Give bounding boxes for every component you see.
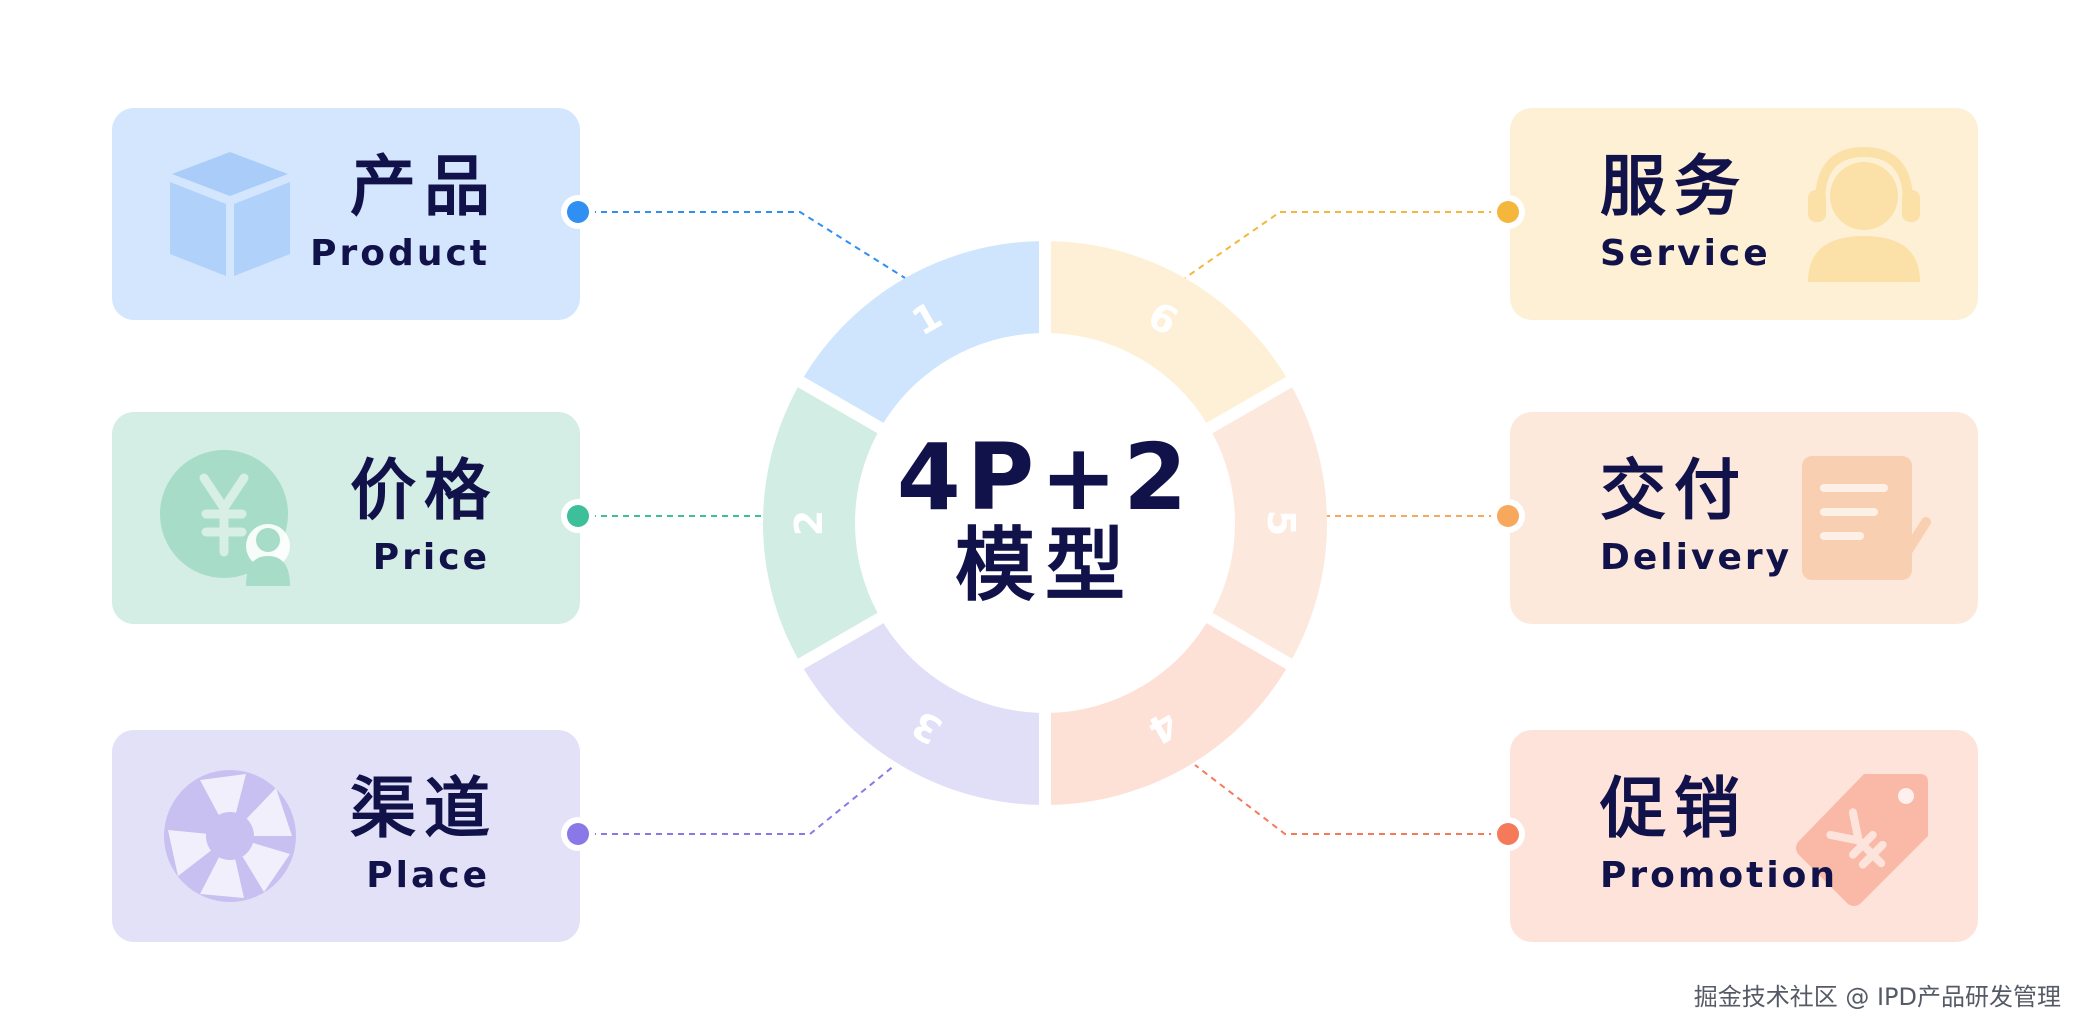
ring-segment-number-5: 5 <box>1259 510 1303 536</box>
connector-place <box>590 764 896 835</box>
center-title-line2: 模型 <box>955 519 1135 612</box>
card-promotion-title-zh: 促销 <box>1600 770 1748 847</box>
cube-icon <box>170 152 290 276</box>
ring-segment-delivery <box>1212 387 1327 659</box>
ring-segment-promotion <box>1050 623 1287 805</box>
connector-product <box>590 211 906 279</box>
yen-price-tag-icon <box>1796 774 1928 906</box>
card-place-title-zh: 渠道 <box>350 770 498 847</box>
card-service-title-zh: 服务 <box>1600 148 1748 225</box>
card-delivery-title-en: Delivery <box>1600 537 1793 578</box>
card-delivery-title-zh: 交付 <box>1600 452 1748 529</box>
card-service-title-en: Service <box>1600 233 1771 274</box>
card-product-title-en: Product <box>310 233 490 274</box>
headset-person-icon <box>1808 146 1920 282</box>
card-product-title-zh: 产品 <box>350 148 498 225</box>
card-price: 价格 Price <box>112 412 580 624</box>
ring-segment-service <box>1050 241 1287 423</box>
ring-segments <box>763 241 1327 805</box>
connector-service <box>1184 211 1495 279</box>
card-promotion: 促销 Promotion <box>1510 730 1978 942</box>
connector-promotion <box>1194 764 1495 835</box>
aperture-icon <box>164 770 296 902</box>
card-place-title-en: Place <box>366 855 490 896</box>
card-price-title-en: Price <box>372 537 490 578</box>
yen-coin-person-icon <box>160 450 290 586</box>
card-service: 服务 Service <box>1510 108 1978 320</box>
ring-segment-number-2: 2 <box>787 510 831 536</box>
ring-segment-place <box>803 623 1040 805</box>
card-place: 渠道 Place <box>112 730 580 942</box>
center-title-line1: 4P+2 <box>896 424 1194 531</box>
card-product: 产品 Product <box>112 108 580 320</box>
watermark: 掘金技术社区 @ IPD产品研发管理 <box>1693 983 2061 1011</box>
card-promotion-title-en: Promotion <box>1600 855 1839 896</box>
connector-lines <box>590 211 1495 835</box>
ring-segment-product <box>803 241 1040 423</box>
card-delivery: 交付 Delivery <box>1510 412 1978 624</box>
ring-segment-price <box>763 387 878 659</box>
card-price-title-zh: 价格 <box>350 452 498 529</box>
document-signature-icon <box>1802 456 1931 580</box>
